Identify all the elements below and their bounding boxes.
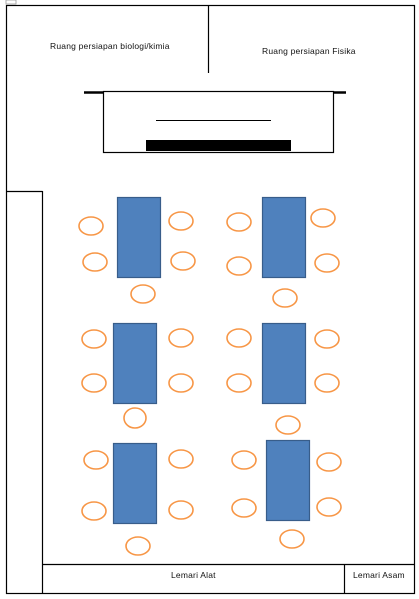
chair: [231, 498, 257, 518]
chair: [226, 212, 252, 232]
chair: [123, 407, 147, 429]
table-5: [112, 442, 158, 525]
chair: [78, 216, 104, 236]
table-6: [265, 439, 311, 522]
chair: [275, 415, 301, 435]
chairs: [78, 208, 342, 556]
chair: [130, 284, 156, 304]
cabinet-label-acid: Lemari Asam: [353, 570, 405, 580]
chair: [83, 450, 109, 470]
chair: [170, 251, 196, 271]
chair: [81, 373, 107, 393]
table-4: [261, 322, 307, 405]
chair: [125, 536, 151, 556]
cabinet-label-tools: Lemari Alat: [171, 570, 216, 580]
chair: [314, 373, 340, 393]
chair: [168, 211, 194, 231]
table-1: [116, 196, 162, 279]
front-bench-bar: [146, 140, 291, 151]
chair: [316, 452, 342, 472]
chair: [81, 329, 107, 349]
room-outline: [5, 4, 416, 595]
chair: [316, 497, 342, 517]
chair: [168, 449, 194, 469]
chair: [272, 288, 298, 308]
chair: [168, 500, 194, 520]
chair: [314, 329, 340, 349]
chair: [314, 253, 340, 273]
chair: [226, 373, 252, 393]
chair: [168, 373, 194, 393]
chair: [226, 328, 252, 348]
chair: [310, 208, 336, 228]
table-3: [112, 322, 158, 405]
chair: [226, 256, 252, 276]
corner-mark: [5, 0, 17, 5]
table-2: [261, 196, 307, 279]
room-label-bio-chem: Ruang persiapan biologi/kimia: [50, 41, 170, 51]
lab-tables: [112, 196, 311, 525]
chair: [168, 328, 194, 348]
chair: [279, 529, 305, 549]
chair: [231, 450, 257, 470]
chair: [81, 501, 107, 521]
room-label-physics: Ruang persiapan Fisika: [262, 46, 356, 56]
chair: [82, 252, 108, 272]
